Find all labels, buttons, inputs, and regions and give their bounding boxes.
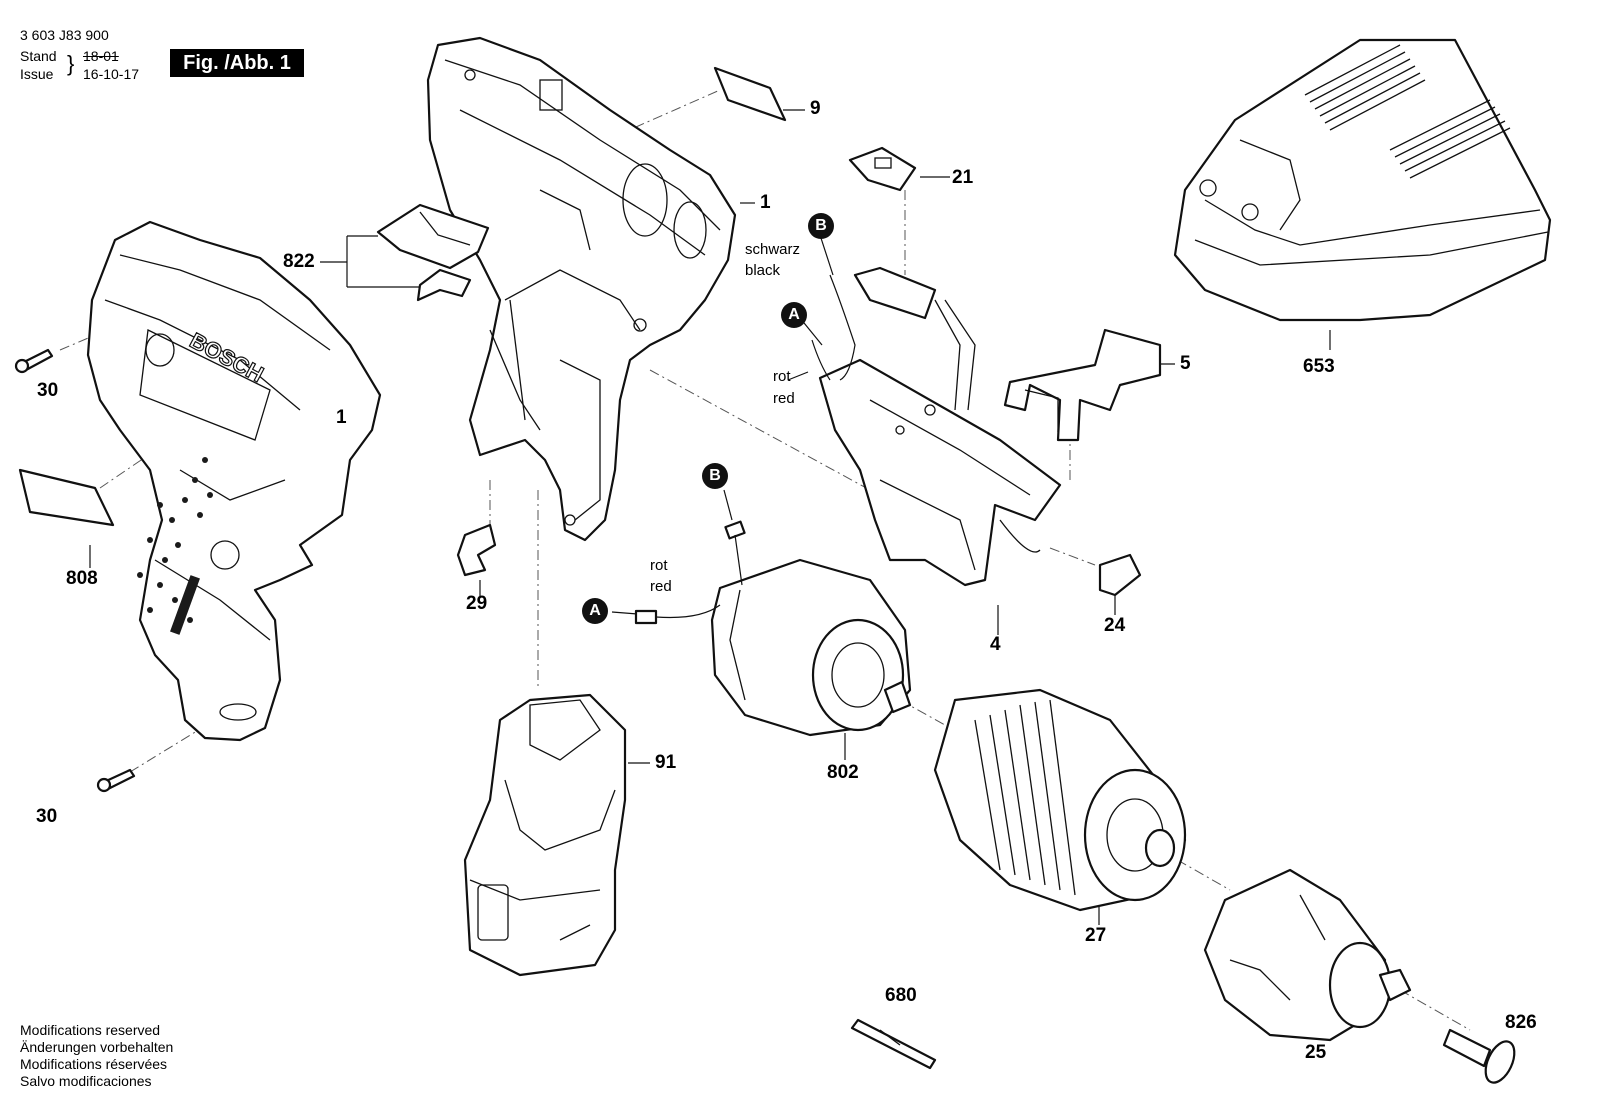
- part-label-4: 4: [990, 634, 1001, 655]
- notice-line-en: Modifications reserved: [20, 1022, 161, 1038]
- housing-left-half: [86, 220, 382, 742]
- plate-9: [713, 66, 787, 122]
- part-label-9: 9: [810, 98, 821, 119]
- part-label-27: 27: [1085, 925, 1107, 946]
- battery-91: [463, 693, 627, 977]
- wire-red: [811, 339, 831, 381]
- part-label-822: 822: [283, 251, 315, 272]
- part-label-808: 808: [66, 568, 98, 589]
- part-label-25: 25: [1305, 1042, 1327, 1063]
- notice-line-de: Änderungen vorbehalten: [20, 1039, 174, 1055]
- part-label-1-housing-left: 1: [336, 407, 347, 428]
- housing-right-half: [426, 36, 737, 542]
- part-label-24: 24: [1104, 615, 1126, 636]
- modifications-notice: Modifications reserved Änderungen vorbeh…: [20, 1022, 173, 1090]
- electronic-module-4: [818, 266, 1062, 587]
- screw-826: [1442, 1028, 1516, 1084]
- part-label-680: 680: [885, 985, 917, 1006]
- stand-label: Stand: [20, 48, 57, 64]
- charger-653: [1173, 38, 1552, 322]
- screw-30-bottom: [96, 768, 136, 793]
- bit-680: [850, 1018, 937, 1070]
- screw-30-top: [14, 348, 54, 374]
- part-label-30-top: 30: [37, 380, 59, 401]
- clip-29: [456, 523, 497, 577]
- wire-label-red-top: red: [773, 390, 795, 407]
- brace-glyph: }: [67, 51, 75, 76]
- reference-marker-a-top: A: [781, 302, 807, 328]
- notice-line-es: Salvo modificaciones: [20, 1073, 152, 1089]
- slider-5: [1003, 328, 1162, 442]
- wire-black: [829, 274, 856, 381]
- part-label-91: 91: [655, 752, 677, 773]
- gearbox-27: [933, 688, 1187, 912]
- part-label-802: 802: [827, 762, 859, 783]
- part-label-30-bottom: 30: [36, 806, 58, 827]
- doc-number: 3 603 J83 900: [20, 27, 109, 43]
- label-808: [18, 468, 115, 527]
- figure-label: Fig. /Abb. 1: [170, 49, 304, 77]
- part-label-29: 29: [466, 593, 488, 614]
- wire-label-rot-mid: rot: [650, 557, 668, 574]
- reference-marker-b-mid: B: [702, 463, 728, 489]
- wire-label-rot-top: rot: [773, 368, 791, 385]
- reference-marker-b-top: B: [808, 213, 834, 239]
- wire-label-black: black: [745, 262, 781, 279]
- issue-label: Issue: [20, 66, 54, 82]
- part-label-21: 21: [952, 167, 974, 188]
- wire-label-schwarz: schwarz: [745, 241, 801, 258]
- notice-line-fr: Modifications réservées: [20, 1056, 168, 1072]
- reference-marker-a-mid: A: [582, 598, 608, 624]
- wire-label-red-mid: red: [650, 578, 672, 595]
- part-label-5: 5: [1180, 353, 1191, 374]
- switch-cover-822: [376, 203, 490, 302]
- stand-value: 18-01: [83, 48, 119, 64]
- part-label-826: 826: [1505, 1012, 1537, 1033]
- part-label-1-housing-right: 1: [760, 192, 771, 213]
- issue-value: 16-10-17: [83, 66, 140, 82]
- part-label-653: 653: [1303, 356, 1335, 377]
- switch-21: [848, 146, 917, 192]
- motor-802: [634, 520, 912, 737]
- lever-24: [1098, 553, 1142, 597]
- chuck-25: [1203, 868, 1412, 1042]
